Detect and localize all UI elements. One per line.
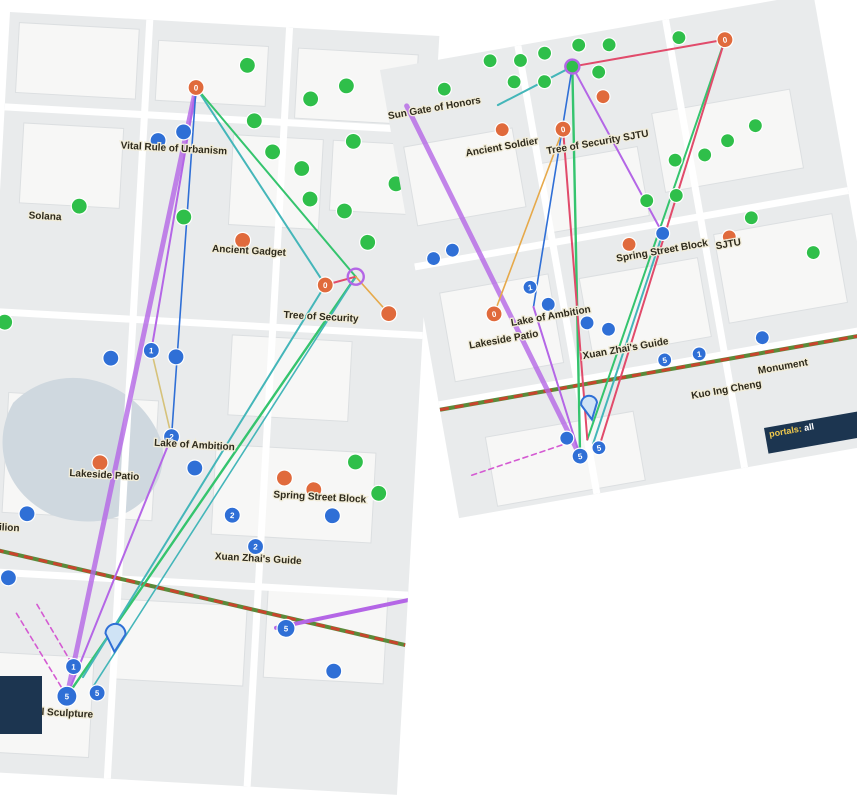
label-l8: Xuan Zhai's Guide xyxy=(215,551,303,567)
svg-text:5: 5 xyxy=(64,692,69,701)
portal-filter-value[interactable]: all xyxy=(803,421,815,433)
label-l1: Vital Rule of Urbanism xyxy=(120,140,227,157)
svg-text:0: 0 xyxy=(722,35,728,45)
selected-portal-ring[interactable] xyxy=(346,267,365,286)
portal-markers[interactable]: 0 0 0 1 5 5 5 1 xyxy=(393,3,849,484)
svg-text:2: 2 xyxy=(253,542,258,551)
left-hud-panel xyxy=(0,676,42,734)
label-l2: Solana xyxy=(28,210,62,223)
svg-text:0: 0 xyxy=(323,281,328,290)
svg-text:5: 5 xyxy=(662,356,668,366)
svg-text:2: 2 xyxy=(230,511,235,520)
railway-line xyxy=(439,331,857,412)
svg-text:5: 5 xyxy=(284,624,289,633)
portal-markers[interactable]: 0 0 1 2 2 2 5 5 5 1 xyxy=(0,44,421,724)
player-location-marker xyxy=(580,394,599,422)
right-map-canvas[interactable]: 00 01 55 51 Sun Gate of Honors Ancient S… xyxy=(380,0,857,518)
svg-text:2: 2 xyxy=(169,433,174,442)
railway-line xyxy=(0,544,406,648)
roads xyxy=(414,19,857,495)
label-l5: Lakeside Patio xyxy=(69,468,140,483)
portal-links xyxy=(404,38,726,477)
svg-text:1: 1 xyxy=(71,662,76,671)
svg-text:5: 5 xyxy=(95,689,100,698)
svg-text:1: 1 xyxy=(149,346,154,355)
svg-text:5: 5 xyxy=(596,443,602,453)
label-r1: Sun Gate of Honors xyxy=(387,95,482,122)
svg-text:5: 5 xyxy=(577,452,583,462)
portal-links xyxy=(15,85,410,699)
svg-text:0: 0 xyxy=(194,83,199,92)
left-map-canvas[interactable]: 0 0 1 2 2 2 5 5 5 1 Vital Rule of Urbanism So… xyxy=(0,12,439,795)
svg-text:1: 1 xyxy=(696,349,702,359)
label-l3: Ancient Gadget xyxy=(212,244,287,259)
label-r9: Monument xyxy=(757,357,809,377)
svg-text:0: 0 xyxy=(560,125,566,135)
portal-filter-key: portals: xyxy=(768,423,803,440)
svg-text:1: 1 xyxy=(527,283,533,293)
player-location-marker xyxy=(104,622,127,654)
label-l7: Pavilion xyxy=(0,521,20,534)
left-map-tile[interactable]: 0 0 1 2 2 2 5 5 5 1 Vital Rule of Urbanism So… xyxy=(0,12,440,795)
label-l4: Tree of Security xyxy=(283,310,359,325)
selected-portal-ring[interactable] xyxy=(564,58,581,75)
svg-text:0: 0 xyxy=(491,309,497,319)
